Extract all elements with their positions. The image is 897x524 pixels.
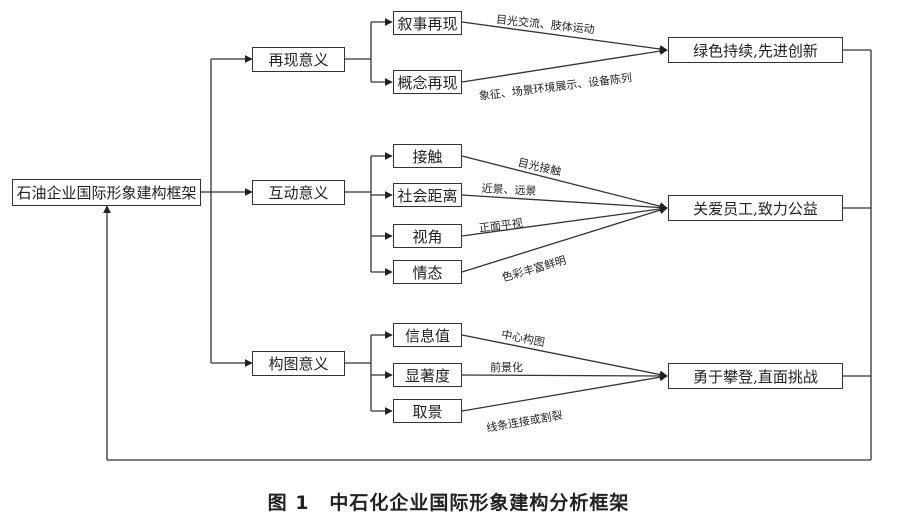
arrow-s3-o2 [461,155,668,211]
outcome-care-welfare: 关爱员工,致力公益 [668,195,843,221]
arrow-s2-o1 [461,47,668,83]
arrow-s4-o2 [461,194,668,212]
sub-salience: 显著度 [393,363,462,387]
root-node: 石油企业国际形象建构框架 [12,179,201,206]
sub-framing: 取景 [393,399,462,423]
figure-caption: 图 1 中石化企业国际形象建构分析框架 [267,492,630,514]
arrow-s6-o2 [461,206,668,273]
outcome-green-innovation: 绿色持续,先进创新 [668,37,843,63]
label-close-far-shot: 近景、远景 [481,181,537,198]
arrow-s7-o3 [461,334,668,379]
sub-information-value: 信息值 [393,323,462,347]
sub-perspective: 视角 [393,224,462,248]
sub-conceptual: 概念再现 [393,70,462,94]
arrow-s1-o1 [461,21,668,53]
label-foregrounding: 前景化 [490,361,523,374]
outcome-climb-challenge: 勇于攀登,直面挑战 [668,363,843,389]
sub-modality: 情态 [393,260,462,284]
arrow-s9-o3 [461,373,668,412]
sub-social-distance: 社会距离 [393,183,462,207]
meaning-compositional: 构图意义 [252,351,345,376]
sub-narrative: 叙事再现 [393,11,462,35]
arrow-s8-o3 [461,371,668,380]
meaning-interactive: 互动意义 [252,180,345,205]
sub-contact: 接触 [393,144,462,168]
arrow-s5-o2 [461,205,668,237]
meaning-representational: 再现意义 [252,47,345,72]
